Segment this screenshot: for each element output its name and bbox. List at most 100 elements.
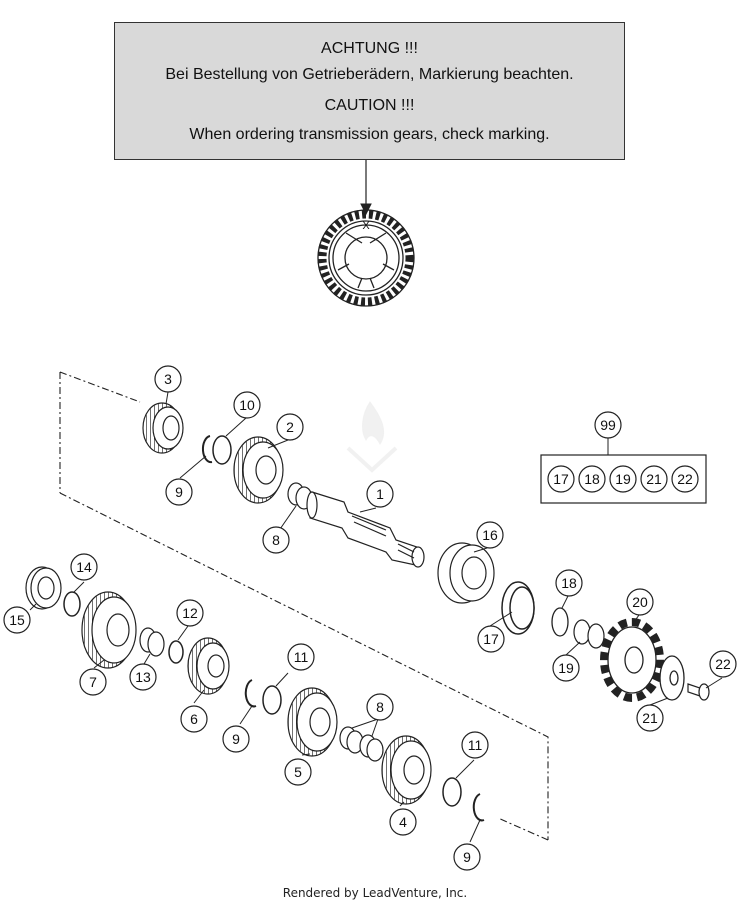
callout-number: 2 xyxy=(286,419,294,435)
callout-number: 11 xyxy=(294,649,309,665)
callout-9: 9 xyxy=(453,843,481,871)
kit-item-circle xyxy=(640,465,668,493)
kit-item-19: 19 xyxy=(609,465,637,493)
callout-16: 16 xyxy=(476,521,504,549)
part-19-spacer xyxy=(573,619,605,649)
part-20-sprocket xyxy=(600,618,664,702)
kit-item-number: 17 xyxy=(553,471,569,487)
callout-circle xyxy=(284,758,312,786)
notice-en-text: When ordering transmission gears, check … xyxy=(189,126,550,143)
callout-13: 13 xyxy=(129,663,157,691)
callout-circle xyxy=(176,599,204,627)
callout-number: 12 xyxy=(182,605,198,621)
callout-2: 2 xyxy=(276,413,304,441)
part-22-bolt xyxy=(687,683,710,701)
callout-10: 10 xyxy=(233,391,261,419)
callout-circle xyxy=(477,625,505,653)
callout-7: 7 xyxy=(79,668,107,696)
callout-circle xyxy=(262,526,290,554)
callout-number: 1 xyxy=(376,486,384,502)
callout-number: 3 xyxy=(164,371,172,387)
callout-number: 8 xyxy=(376,699,384,715)
callout-circle xyxy=(555,569,583,597)
callout-circle xyxy=(222,725,250,753)
callout-number: 11 xyxy=(468,737,483,753)
kit-item-18: 18 xyxy=(578,465,606,493)
part-14-washer xyxy=(63,591,81,617)
callout-17: 17 xyxy=(477,625,505,653)
callout-14: 14 xyxy=(70,553,98,581)
callout-18: 18 xyxy=(555,569,583,597)
callout-number: 20 xyxy=(632,594,648,610)
kit-item-circle xyxy=(609,465,637,493)
callout-number: 15 xyxy=(9,612,25,628)
callout-circle xyxy=(366,480,394,508)
kit-item-circle xyxy=(547,465,575,493)
callout-11: 11 xyxy=(461,731,489,759)
callout-4: 4 xyxy=(389,808,417,836)
callout-circle xyxy=(709,650,737,678)
caution-notice-box: ACHTUNG !!! Bei Bestellung von Getrieber… xyxy=(114,22,625,160)
callout-number: 7 xyxy=(89,674,97,690)
callout-1: 1 xyxy=(366,480,394,508)
callout-22: 22 xyxy=(709,650,737,678)
callout-circle xyxy=(233,391,261,419)
part-9-circlip-lower xyxy=(472,793,485,822)
part-11-washer-lower xyxy=(442,777,462,807)
callout-number: 6 xyxy=(190,711,198,727)
callout-number: 9 xyxy=(232,731,240,747)
callout-number: 13 xyxy=(135,669,151,685)
kit-item-22: 22 xyxy=(671,465,699,493)
part-16-bearing xyxy=(437,542,495,604)
kit-item-circle xyxy=(578,465,606,493)
callout-9: 9 xyxy=(165,478,193,506)
callout-circle xyxy=(180,705,208,733)
part-9-circlip-upper xyxy=(201,435,213,464)
callout-12: 12 xyxy=(176,599,204,627)
callout-number: 19 xyxy=(558,660,574,676)
shaft-assembly-frame xyxy=(59,371,549,841)
marking-gear-illustration: X xyxy=(317,209,415,307)
callout-circle xyxy=(461,731,489,759)
part-3-gear xyxy=(142,402,184,454)
callout-9: 9 xyxy=(222,725,250,753)
callout-number: 22 xyxy=(715,656,731,672)
kit-99-callout xyxy=(594,411,622,439)
part-1-main-shaft xyxy=(306,491,425,568)
kit-item-circle xyxy=(671,465,699,493)
callout-circle xyxy=(129,663,157,691)
callout-15: 15 xyxy=(3,606,31,634)
callout-number: 21 xyxy=(642,710,658,726)
part-10-washer xyxy=(212,435,232,465)
footer-credit: Rendered by LeadVenture, Inc. xyxy=(282,886,468,900)
callout-number: 16 xyxy=(482,527,498,543)
callout-number: 10 xyxy=(239,397,255,413)
callout-number: 5 xyxy=(294,764,302,780)
kit-item-number: 19 xyxy=(615,471,631,487)
part-9-circlip-middle xyxy=(244,679,257,708)
kit-item-number: 21 xyxy=(646,471,662,487)
callout-circle xyxy=(3,606,31,634)
leadventure-watermark xyxy=(346,401,398,473)
leader-lines xyxy=(29,391,723,843)
callout-3: 3 xyxy=(154,365,182,393)
callout-circle xyxy=(636,704,664,732)
callout-circle xyxy=(389,808,417,836)
part-5-gear xyxy=(287,687,338,757)
kit-item-number: 22 xyxy=(677,471,693,487)
callout-number: 9 xyxy=(463,849,471,865)
marking-x-symbol: X xyxy=(362,220,370,232)
part-2-gear xyxy=(233,436,284,504)
callout-number: 4 xyxy=(399,814,407,830)
callout-circle xyxy=(626,588,654,616)
part-21-washer xyxy=(659,655,685,701)
callout-circle xyxy=(165,478,193,506)
callout-6: 6 xyxy=(180,705,208,733)
callout-number: 18 xyxy=(561,575,577,591)
marking-arrow xyxy=(360,160,372,216)
kit-99-label: 99 xyxy=(600,417,616,433)
callout-number: 14 xyxy=(76,559,92,575)
part-13-bushing xyxy=(139,627,165,657)
callout-circle xyxy=(70,553,98,581)
